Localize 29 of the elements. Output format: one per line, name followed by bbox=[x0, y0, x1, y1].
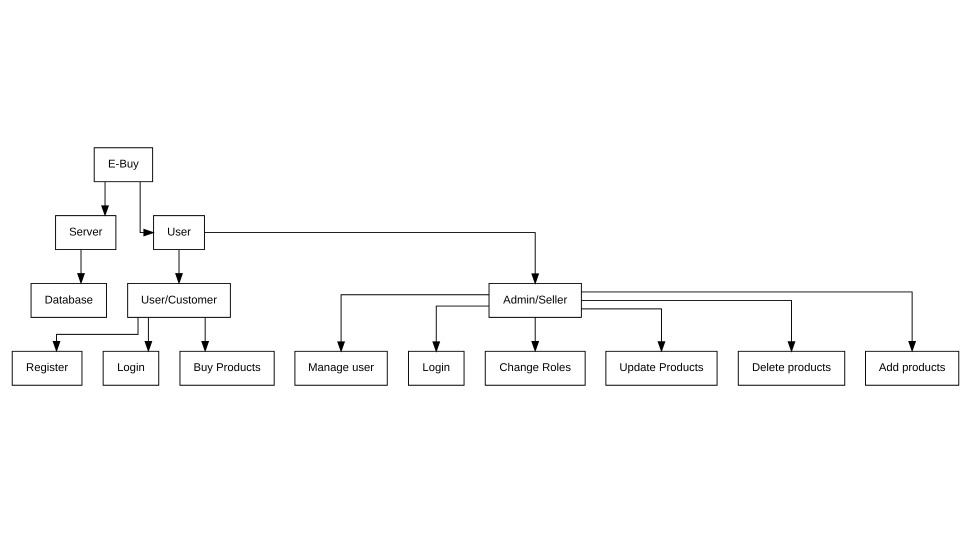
node-box: Admin/Seller bbox=[488, 282, 582, 318]
node-box: Database bbox=[30, 282, 107, 318]
arrow bbox=[201, 317, 210, 352]
node-box: E-Buy bbox=[94, 147, 154, 182]
node-box: User bbox=[153, 215, 205, 250]
node-box: Login bbox=[102, 350, 160, 386]
node-box: Change Roles bbox=[484, 350, 586, 386]
arrow bbox=[581, 300, 796, 353]
arrow bbox=[531, 317, 540, 352]
node-box: Manage user bbox=[294, 350, 388, 386]
arrow bbox=[144, 317, 152, 352]
arrow bbox=[204, 232, 540, 285]
node-box: Register bbox=[12, 350, 82, 386]
arrow bbox=[337, 294, 490, 353]
arrow bbox=[101, 181, 109, 217]
node-box: Delete products bbox=[738, 350, 846, 386]
node-box: Add products bbox=[865, 350, 960, 386]
arrow bbox=[77, 249, 85, 284]
arrow bbox=[52, 317, 138, 352]
arrow bbox=[175, 249, 183, 284]
arrow bbox=[580, 291, 916, 352]
node-box: Buy Products bbox=[179, 350, 275, 386]
node-box: Login bbox=[408, 350, 465, 386]
node-box: Server bbox=[55, 215, 116, 250]
arrow bbox=[432, 306, 490, 353]
node-box: Update Products bbox=[605, 350, 718, 386]
arrow bbox=[581, 308, 666, 353]
arrow bbox=[140, 181, 155, 237]
node-box: User/Customer bbox=[127, 282, 231, 318]
